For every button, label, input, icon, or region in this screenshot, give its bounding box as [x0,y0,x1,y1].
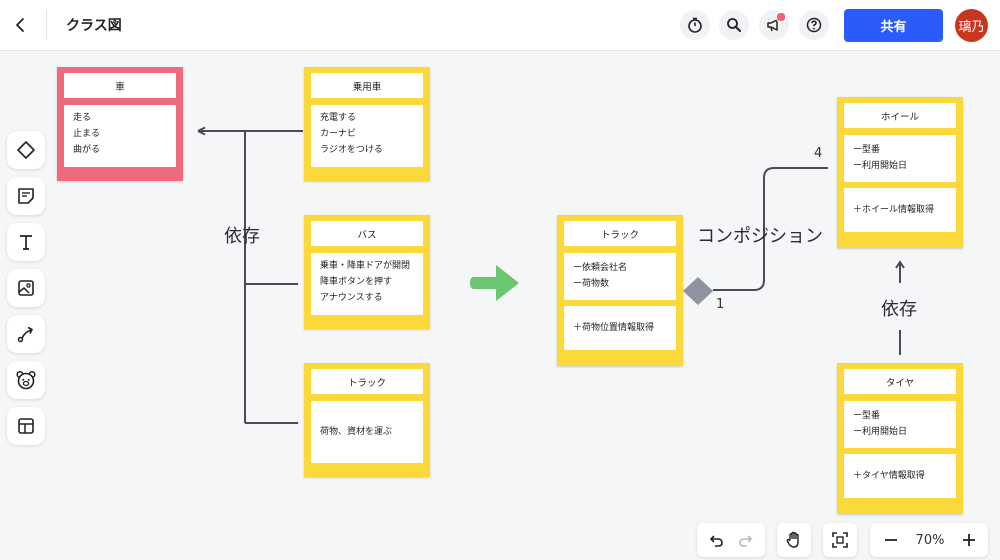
notification-dot [776,12,786,22]
zoom-level[interactable]: 70% [915,532,945,548]
card-truck-center-attributes: ー依頼会社名 ー荷物数 [564,253,676,300]
fit-to-screen-button[interactable] [823,523,857,557]
announcement-button[interactable] [759,10,789,40]
hand-tool-button[interactable] [777,523,811,557]
card-passenger-car-methods: 充電する カーナビ ラジオをつける [311,105,423,167]
card-tire[interactable]: タイヤ ー型番 ー利用開始日 ＋タイヤ情報取得 [837,363,963,514]
avatar[interactable]: 璃乃 [955,9,988,42]
card-truck-center-name: トラック [564,221,676,246]
redo-icon [739,535,753,547]
search-icon [727,18,741,32]
card-line: ー依頼会社名 [573,263,628,273]
card-bus[interactable]: バス 乗車・降車ドアが開閉 降車ボタンを押す アナウンスする [304,215,430,329]
megaphone-icon [767,19,778,32]
card-car[interactable]: 車 走る 止まる 曲がる [57,67,183,181]
fit-screen-group [823,523,857,557]
card-bus-name: バス [311,221,423,246]
card-car-name: 車 [64,73,176,98]
card-wheel-name: ホイール [844,103,956,128]
card-passenger-car[interactable]: 乗用車 充電する カーナビ ラジオをつける [304,67,430,181]
text-icon [20,235,32,250]
hand-tool-group [777,523,811,557]
stamp-tool-button[interactable] [7,361,45,399]
zoom-out-button[interactable] [876,523,906,557]
dependency-connector-left [197,126,303,424]
card-passenger-car-name: 乗用車 [311,73,423,98]
text-tool-button[interactable] [7,223,45,261]
card-line: 止まる [73,129,101,139]
connector-tool-button[interactable] [7,315,45,353]
card-line: ー型番 [853,411,881,421]
plus-icon [963,534,975,546]
card-bus-methods: 乗車・降車ドアが開閉 降車ボタンを押す アナウンスする [311,253,423,315]
multiplicity-1[interactable]: 1 [716,297,725,312]
connector-icon [17,326,33,343]
card-line: ＋荷物位置情報取得 [573,323,655,333]
card-line: ー型番 [853,145,881,155]
card-wheel-attributes: ー型番 ー利用開始日 [844,135,956,182]
shape-tool-button[interactable] [7,131,45,169]
template-tool-button[interactable] [7,407,45,445]
card-line: アナウンスする [320,293,383,303]
dependency-arrowhead-left [197,126,206,136]
top-header: クラス図 共有 璃乃 [0,0,1000,51]
board-title[interactable]: クラス図 [66,18,122,34]
green-arrow-icon [470,265,519,301]
card-truck-left-name: トラック [311,369,423,394]
card-line: 曲がる [73,145,101,155]
card-truck-left-methods: 荷物、資材を運ぶ [311,401,423,463]
composition-label[interactable]: コンポジション [697,226,823,247]
card-line: ー利用開始日 [853,161,908,171]
card-line: ー利用開始日 [853,427,908,437]
search-button[interactable] [719,10,749,40]
image-tool-button[interactable] [7,269,45,307]
card-line: ー荷物数 [573,279,610,289]
card-line: カーナビ [320,129,357,139]
undo-icon [709,535,723,547]
fit-screen-icon [832,532,848,548]
card-line: 充電する [320,113,357,123]
card-line: ＋タイヤ情報取得 [853,471,925,481]
zoom-controls: 70% [870,523,988,557]
composition-diamond [683,277,713,305]
bear-face-icon [16,370,36,390]
diamond-shape-icon [17,141,35,159]
undo-button[interactable] [701,523,731,557]
card-tire-attributes: ー型番 ー利用開始日 [844,401,956,448]
back-button[interactable] [8,12,34,38]
help-icon [806,17,822,33]
template-icon [18,418,34,434]
card-truck-center-operations: ＋荷物位置情報取得 [564,306,676,350]
card-tire-name: タイヤ [844,369,956,394]
hand-icon [786,531,799,548]
header-divider [46,10,47,40]
timer-button[interactable] [680,10,710,40]
sticky-note-tool-button[interactable] [7,177,45,215]
redo-button[interactable] [731,523,761,557]
multiplicity-4[interactable]: 4 [814,146,823,161]
card-tire-operations: ＋タイヤ情報取得 [844,454,956,498]
card-line: ＋ホイール情報取得 [853,205,935,215]
timer-icon [688,17,702,33]
sticky-note-icon [18,188,34,204]
zoom-in-button[interactable] [954,523,984,557]
card-wheel-operations: ＋ホイール情報取得 [844,188,956,232]
card-truck-center[interactable]: トラック ー依頼会社名 ー荷物数 ＋荷物位置情報取得 [557,215,683,366]
image-icon [18,280,34,296]
chevron-left-icon [16,18,24,32]
card-truck-left[interactable]: トラック 荷物、資材を運ぶ [304,363,430,477]
card-wheel[interactable]: ホイール ー型番 ー利用開始日 ＋ホイール情報取得 [837,97,963,248]
dependency-label-left[interactable]: 依存 [224,226,260,247]
undo-redo-group [697,523,765,557]
card-line: 走る [73,113,92,123]
card-car-methods: 走る 止まる 曲がる [64,105,176,167]
dependency-label-right[interactable]: 依存 [881,299,917,320]
card-line: 乗車・降車ドアが開閉 [320,261,411,271]
card-line: 荷物、資材を運ぶ [320,427,393,437]
card-line: ラジオをつける [320,145,383,155]
share-button[interactable]: 共有 [844,9,943,42]
card-line: 降車ボタンを押す [320,277,393,287]
minus-icon [885,539,897,541]
help-button[interactable] [799,10,829,40]
